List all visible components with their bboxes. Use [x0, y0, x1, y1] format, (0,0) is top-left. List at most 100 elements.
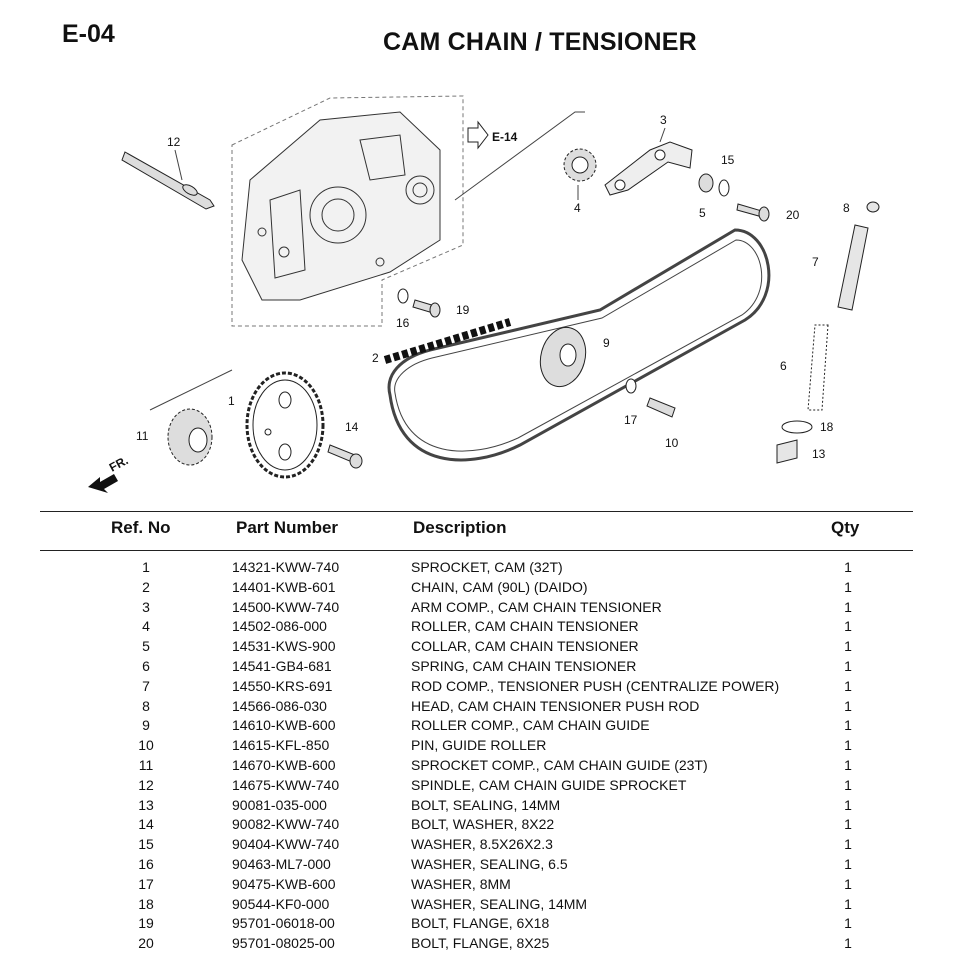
part-number-cell: 90404-KWW-740 — [232, 836, 340, 853]
callout-3: 3 — [660, 113, 667, 127]
qty-cell: 1 — [844, 657, 852, 674]
qty-cell: 1 — [844, 895, 852, 912]
qty-cell: 1 — [844, 915, 852, 932]
part-number-cell: 14670-KWB-600 — [232, 756, 336, 773]
callout-7: 7 — [812, 255, 819, 269]
ref-cell: 19 — [138, 915, 154, 932]
ref-cell: 20 — [138, 935, 154, 952]
description-cell: SPROCKET, CAM (32T) — [411, 559, 563, 575]
callout-4: 4 — [574, 201, 581, 215]
ref-cell: 15 — [138, 836, 154, 853]
ref-cell: 5 — [142, 638, 150, 655]
part-number-cell: 90081-035-000 — [232, 796, 327, 813]
description-cell: COLLAR, CAM CHAIN TENSIONER — [411, 638, 639, 655]
ref-cell: 2 — [142, 578, 150, 595]
callout-11: 11 — [136, 429, 149, 443]
callout-12: 12 — [167, 135, 181, 149]
part-number-cell: 14531-KWS-900 — [232, 638, 336, 655]
qty-cell: 1 — [844, 618, 852, 635]
spindle-illustration — [121, 151, 215, 210]
description-cell: ROD COMP., TENSIONER PUSH (CENTRALIZE PO… — [411, 677, 780, 694]
tensioner-arm-illustration — [604, 141, 693, 196]
callout-5: 5 — [699, 206, 706, 220]
part-number-cell: 95701-06018-00 — [232, 915, 335, 932]
callout-6: 6 — [780, 359, 787, 373]
washer-bolt-19-illustration — [397, 288, 441, 318]
qty-cell: 1 — [844, 559, 852, 575]
qty-cell: 1 — [844, 855, 852, 872]
cam-sprocket-illustration — [245, 371, 325, 479]
description-cell: HEAD, CAM CHAIN TENSIONER PUSH ROD — [411, 697, 700, 714]
roller-illustration — [563, 148, 597, 182]
qty-cell: 1 — [844, 598, 852, 615]
table-row: 5 14531-KWS-900 COLLAR, CAM CHAIN TENSIONE… — [0, 637, 972, 657]
part-number-cell: 14502-086-000 — [232, 618, 327, 635]
front-arrow-icon: FR. — [88, 453, 130, 493]
col-ref-header: Ref. No — [111, 518, 171, 537]
page-title: CAM CHAIN / TENSIONER — [383, 28, 697, 56]
qty-cell: 1 — [844, 578, 852, 595]
description-cell: ARM COMP., CAM CHAIN TENSIONER — [411, 598, 662, 615]
part-number-cell: 90544-KF0-000 — [232, 895, 330, 912]
col-qty-header: Qty — [831, 518, 860, 537]
callout-1: 1 — [228, 394, 235, 408]
description-cell: WASHER, SEALING, 14MM — [411, 895, 588, 912]
ref-cell: 16 — [138, 855, 154, 872]
ref-cell: 4 — [142, 618, 150, 635]
part-number-cell: 95701-08025-00 — [232, 935, 335, 952]
crankcase-illustration — [231, 95, 464, 327]
qty-cell: 1 — [844, 935, 852, 952]
ref-cell: 1 — [142, 559, 150, 575]
qty-cell: 1 — [844, 776, 852, 793]
callout-18: 18 — [820, 420, 834, 434]
description-cell: WASHER, SEALING, 6.5 — [411, 855, 568, 872]
ref-cell: 10 — [138, 737, 154, 754]
description-cell: SPRING, CAM CHAIN TENSIONER — [411, 657, 637, 674]
description-cell: CHAIN, CAM (90L) (DAIDO) — [411, 578, 588, 595]
part-number-cell: 90082-KWW-740 — [232, 816, 340, 833]
guide-roller-illustration — [539, 326, 676, 418]
ref-cell: 3 — [142, 598, 150, 615]
description-cell: ROLLER COMP., CAM CHAIN GUIDE — [411, 717, 650, 734]
table-top-rule — [40, 511, 913, 512]
callout-16: 16 — [396, 316, 410, 330]
part-number-cell: 14675-KWW-740 — [232, 776, 340, 793]
description-cell: SPINDLE, CAM CHAIN GUIDE SPROCKET — [411, 776, 687, 793]
description-cell: BOLT, FLANGE, 8X25 — [411, 935, 550, 952]
table-header-rule — [40, 550, 913, 551]
callout-15: 15 — [721, 153, 735, 167]
description-cell: WASHER, 8.5X26X2.3 — [411, 836, 553, 853]
ref-cell: 13 — [138, 796, 154, 813]
diagram-code: E-04 — [62, 20, 115, 48]
callout-17: 17 — [624, 413, 638, 427]
part-number-cell: 14550-KRS-691 — [232, 677, 333, 694]
push-rod-illustration — [776, 201, 880, 464]
qty-cell: 1 — [844, 875, 852, 892]
bolt-14-illustration — [327, 444, 363, 469]
qty-cell: 1 — [844, 717, 852, 734]
callout-8: 8 — [843, 201, 850, 215]
ref-cell: 18 — [138, 895, 154, 912]
col-part-header: Part Number — [236, 518, 339, 537]
description-cell: ROLLER, CAM CHAIN TENSIONER — [411, 618, 639, 635]
callout-9: 9 — [603, 336, 610, 350]
description-cell: PIN, GUIDE ROLLER — [411, 737, 547, 754]
callout-10: 10 — [665, 436, 679, 450]
qty-cell: 1 — [844, 697, 852, 714]
ref-cell: 8 — [142, 697, 150, 714]
table-row: 4 14502-086-000 ROLLER, CAM CHAIN TENSIONE… — [0, 617, 972, 637]
callout-labels: 1 2 3 4 5 6 7 8 9 10 11 12 13 14 15 16 1… — [136, 113, 850, 461]
qty-cell: 1 — [844, 638, 852, 655]
qty-cell: 1 — [844, 756, 852, 773]
callout-14: 14 — [345, 420, 359, 434]
